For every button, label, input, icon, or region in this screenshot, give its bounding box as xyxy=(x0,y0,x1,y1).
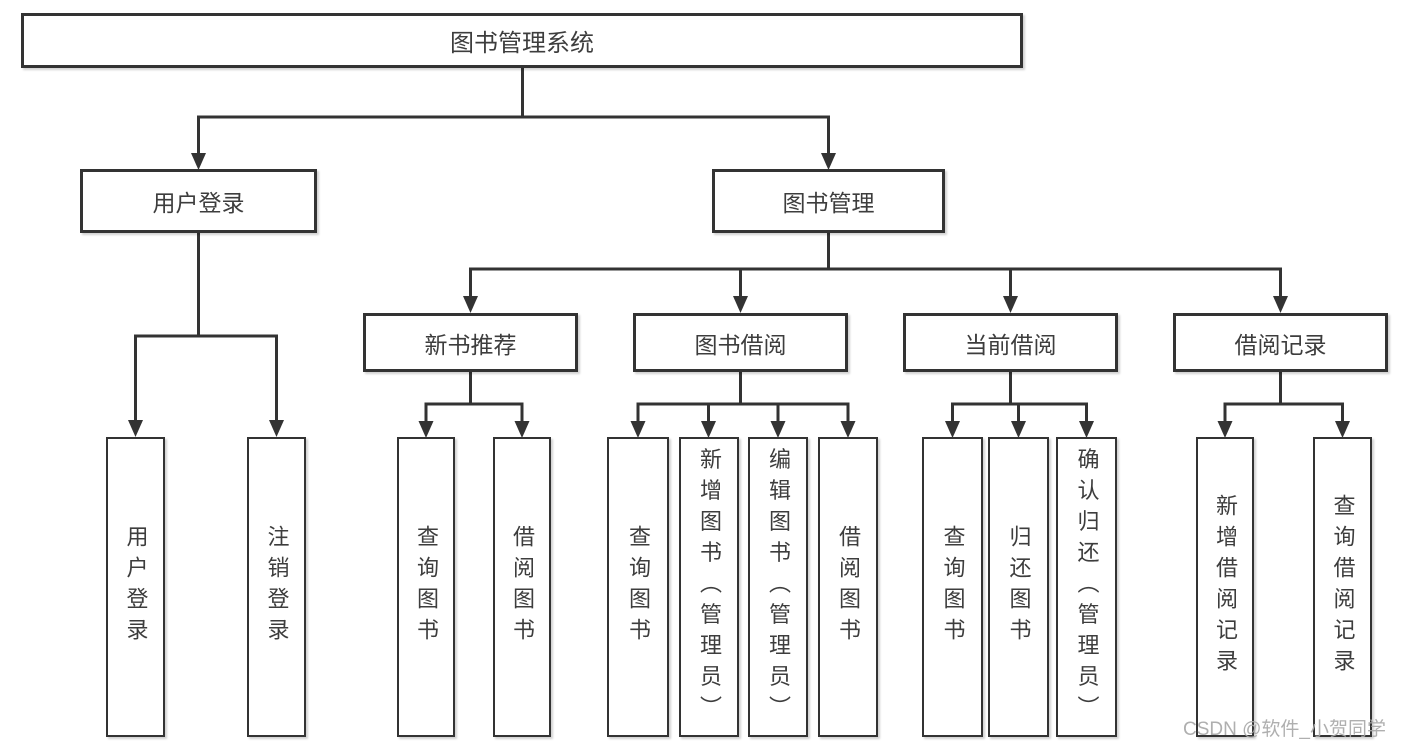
node-book-management-system: 图书管理系统 xyxy=(21,13,1023,68)
node-label: 图书管理系统 xyxy=(450,30,594,57)
node-label: 借阅图书 xyxy=(836,525,861,649)
node-label: 新增图书（管理员） xyxy=(697,447,722,727)
leaf-logout: 注销登录 xyxy=(247,437,306,737)
node-label: 用户登录 xyxy=(152,190,245,216)
node-label: 新增借阅记录 xyxy=(1213,494,1238,680)
connector-paths xyxy=(134,68,1344,423)
leaf-confirm-return-admin: 确认归还（管理员） xyxy=(1056,437,1117,737)
leaf-query-books-borrow: 查询图书 xyxy=(607,437,669,737)
node-user-login: 用户登录 xyxy=(80,169,317,233)
node-label: 当前借阅 xyxy=(964,331,1057,358)
leaf-add-borrow-record: 新增借阅记录 xyxy=(1196,437,1254,737)
node-new-book-recommend: 新书推荐 xyxy=(363,313,578,372)
node-label: 查询图书 xyxy=(626,525,651,649)
csdn-watermark: CSDN @软件_小贺同学 xyxy=(1183,719,1386,740)
node-borrow-record: 借阅记录 xyxy=(1173,313,1388,372)
leaf-add-books-admin: 新增图书（管理员） xyxy=(679,437,739,737)
leaf-return-books: 归还图书 xyxy=(988,437,1049,737)
node-label: 图书管理 xyxy=(782,190,875,216)
node-label: 查询图书 xyxy=(940,525,966,649)
node-label: 新书推荐 xyxy=(424,331,517,358)
leaf-user-login: 用户登录 xyxy=(106,437,165,737)
leaf-query-borrow-record: 查询借阅记录 xyxy=(1313,437,1372,737)
leaf-query-books-current: 查询图书 xyxy=(922,437,983,737)
leaf-query-books-recommend: 查询图书 xyxy=(397,437,455,737)
node-label: 借阅图书 xyxy=(510,525,535,649)
node-label: 借阅记录 xyxy=(1234,331,1327,358)
node-label: 用户登录 xyxy=(123,525,149,649)
leaf-borrow-books-recommend: 借阅图书 xyxy=(493,437,551,737)
node-current-borrow: 当前借阅 xyxy=(903,313,1118,372)
node-label: 归还图书 xyxy=(1006,525,1032,649)
node-label: 查询图书 xyxy=(414,525,439,649)
arrowheads xyxy=(128,153,1350,438)
node-label: 图书借阅 xyxy=(694,331,787,358)
node-book-borrow: 图书借阅 xyxy=(633,313,848,372)
node-label: 确认归还（管理员） xyxy=(1074,447,1100,727)
leaf-borrow-books: 借阅图书 xyxy=(818,437,878,737)
leaf-edit-books-admin: 编辑图书（管理员） xyxy=(748,437,808,737)
node-label: 查询借阅记录 xyxy=(1330,494,1356,680)
node-label: 编辑图书（管理员） xyxy=(766,447,791,727)
node-book-management: 图书管理 xyxy=(712,169,945,233)
node-label: 注销登录 xyxy=(264,525,290,649)
